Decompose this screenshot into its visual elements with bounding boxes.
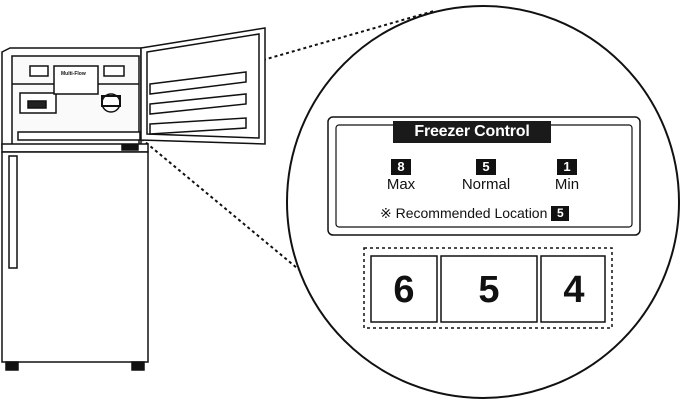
segment-box-1 <box>370 255 438 323</box>
door-bin-2 <box>149 93 247 115</box>
control-location-marker <box>101 93 121 113</box>
display-digit-2[interactable]: 5 <box>478 268 500 311</box>
fridge-control-mini <box>121 144 139 151</box>
setting-label-max: Max <box>386 176 416 193</box>
freezer-floor-shelf <box>17 131 141 141</box>
setting-badge-normal: 5 <box>476 159 496 175</box>
fridge-door <box>1 151 149 363</box>
panel-title: Freezer Control <box>393 121 551 143</box>
setting-badge-max: 8 <box>391 159 411 175</box>
callout-line-bottom <box>108 111 363 323</box>
setting-label-min: Min <box>554 176 580 193</box>
recommended-location: ※ Recommended Location 5 <box>380 204 570 222</box>
display-digit-1[interactable]: 6 <box>393 268 415 311</box>
vent-right <box>103 65 125 77</box>
recommended-text: ※ Recommended Location <box>380 204 548 221</box>
setting-badge-min: 1 <box>557 159 577 175</box>
display-dashed-frame <box>363 247 613 329</box>
freezer-bin <box>53 65 99 95</box>
display-segments <box>370 255 606 323</box>
display-digit-3[interactable]: 4 <box>563 268 585 311</box>
segment-box-3 <box>540 255 606 323</box>
foot-left <box>5 361 19 371</box>
refrigerator <box>1 27 266 371</box>
door-bin-3 <box>149 117 247 135</box>
door-bin-1 <box>149 71 247 95</box>
shelf-label: Multi-Flow <box>61 71 86 77</box>
ice-maker-slot <box>27 100 47 109</box>
setting-label-normal: Normal <box>461 176 511 193</box>
vent-left <box>29 65 49 77</box>
foot-right <box>131 361 145 371</box>
fridge-handle <box>8 155 18 269</box>
segment-box-2 <box>440 255 538 323</box>
recommended-badge: 5 <box>551 205 570 221</box>
